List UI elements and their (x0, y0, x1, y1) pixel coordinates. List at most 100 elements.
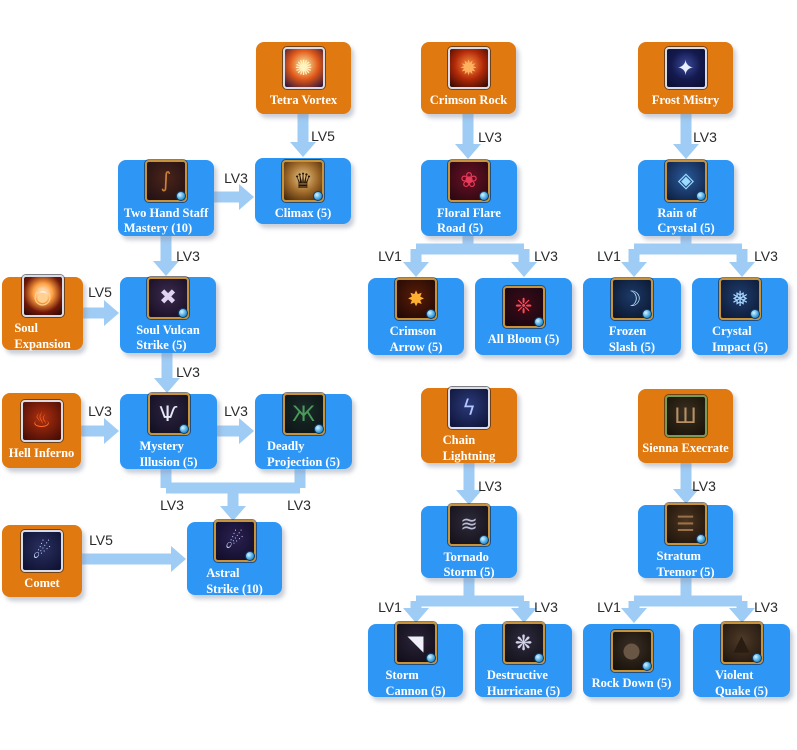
skill-name-line: Chain (442, 433, 476, 448)
destructive-hurricane-icon: ❋ (502, 622, 545, 665)
skill-name-line: Road (5) (437, 221, 484, 235)
skill-name-line: Soul Vulcan (136, 322, 200, 337)
skill-name-line: Tornado (443, 549, 489, 564)
two-hand-staff-mastery-icon: ∫ (145, 159, 187, 202)
arrowhead-icon (104, 300, 119, 326)
skill-name-line: Impact (5) (712, 339, 768, 354)
skill-name-line: Projection (5) (266, 454, 340, 469)
skill-name-label: Tetra Vortex (270, 93, 337, 108)
skill-name-line: Violent (714, 668, 754, 683)
crystal-impact-icon-glyph: ❅ (731, 286, 749, 311)
skill-name-line: Frost Mistry (651, 93, 720, 108)
skill-name-label: Frost Mistry (652, 93, 719, 108)
skill-name-line: Slash (5) (608, 339, 656, 354)
destructive-hurricane-icon-glyph: ❋ (514, 630, 533, 655)
hell-inferno-icon-glyph: ♨ (32, 408, 51, 433)
tetra-vortex-icon-glyph: ✺ (294, 55, 313, 80)
crimson-rock-node[interactable]: ✹Crimson Rock (421, 42, 516, 114)
skill-name-line: Two Hand Staff (123, 205, 209, 220)
skill-name-label: Comet (24, 576, 59, 591)
skill-name-line: Expansion (14, 336, 71, 351)
skill-name-line: Storm (385, 668, 419, 683)
skill-name-label: Sienna Execrate (642, 441, 728, 456)
tornado-storm-icon: ≋ (448, 503, 490, 546)
arrowhead-icon (403, 608, 429, 623)
frozen-slash-icon-glyph: ☽ (622, 286, 642, 311)
comet-node[interactable]: ☄ Comet (2, 525, 82, 597)
skill-name-line: Cannon (5) (385, 683, 446, 698)
floral-flare-road-icon-glyph: ❀ (460, 168, 478, 193)
frozen-slash-icon: ☽ (611, 278, 653, 321)
skill-name-line: Quake (5) (714, 683, 769, 698)
soul-expansion-icon: ◉ (21, 275, 64, 318)
violent-quake-icon-glyph: ▲ (733, 630, 750, 655)
skill-name-line: Mystery (139, 439, 184, 454)
skill-name-label: All Bloom (5) (488, 332, 560, 347)
frost-mistry-icon: ✦ (664, 47, 707, 90)
storm-cannon-icon: ◥ (394, 622, 437, 665)
arrowhead-icon (239, 418, 254, 444)
skill-name-label: Crimson Rock (430, 93, 507, 108)
climax-node[interactable]: ♛Climax (5) (255, 158, 351, 224)
tetra-vortex-icon: ✺ (282, 47, 325, 90)
skill-name-line: Arrow (5) (389, 339, 443, 354)
arrowhead-icon (621, 608, 647, 623)
level-requirement-label: LV3 (534, 248, 558, 264)
level-requirement-label: LV3 (88, 403, 112, 419)
deadly-projection-icon: Ж (282, 393, 325, 436)
rock-down-node[interactable]: ●Rock Down (5) (583, 624, 680, 697)
storm-cannon-icon-glyph: ◥ (407, 630, 424, 655)
hell-inferno-node[interactable]: ♨Hell Inferno (2, 393, 81, 468)
skill-name-line: Tetra Vortex (269, 93, 338, 108)
sienna-execrate-node[interactable]: Ш Sienna Execrate (638, 389, 733, 463)
skill-name-line: Strike (10) (206, 581, 263, 596)
all-bloom-node[interactable]: ❈ All Bloom (5) (475, 278, 572, 355)
comet-icon-glyph: ☄ (32, 538, 52, 563)
level-requirement-label: LV5 (89, 532, 113, 548)
skill-name-line: Frozen (608, 324, 647, 339)
level-requirement-label: LV3 (478, 129, 502, 145)
all-bloom-icon: ❈ (502, 285, 545, 328)
skill-name-line: Crimson (389, 324, 437, 339)
mystery-illusion-icon: Ѱ (147, 393, 190, 436)
tetra-vortex-node[interactable]: ✺ Tetra Vortex (256, 42, 351, 114)
sienna-execrate-icon-glyph: Ш (674, 403, 697, 428)
level-requirement-label: LV3 (176, 248, 200, 264)
skill-name-line: Destructive (486, 668, 548, 683)
frost-mistry-node[interactable]: ✦ Frost Mistry (638, 42, 733, 114)
level-requirement-label: LV3 (534, 599, 558, 615)
level-requirement-label: LV3 (754, 248, 778, 264)
skill-name-line: Hurricane (5) (486, 683, 561, 698)
two-hand-staff-mastery-icon-glyph: ∫ (160, 168, 172, 193)
skill-name-line: Floral Flare (437, 205, 501, 220)
level-requirement-label: LV3 (176, 364, 200, 380)
floral-flare-road-icon: ❀ (448, 159, 490, 202)
skill-name-line: Rock Down (5) (591, 675, 672, 690)
